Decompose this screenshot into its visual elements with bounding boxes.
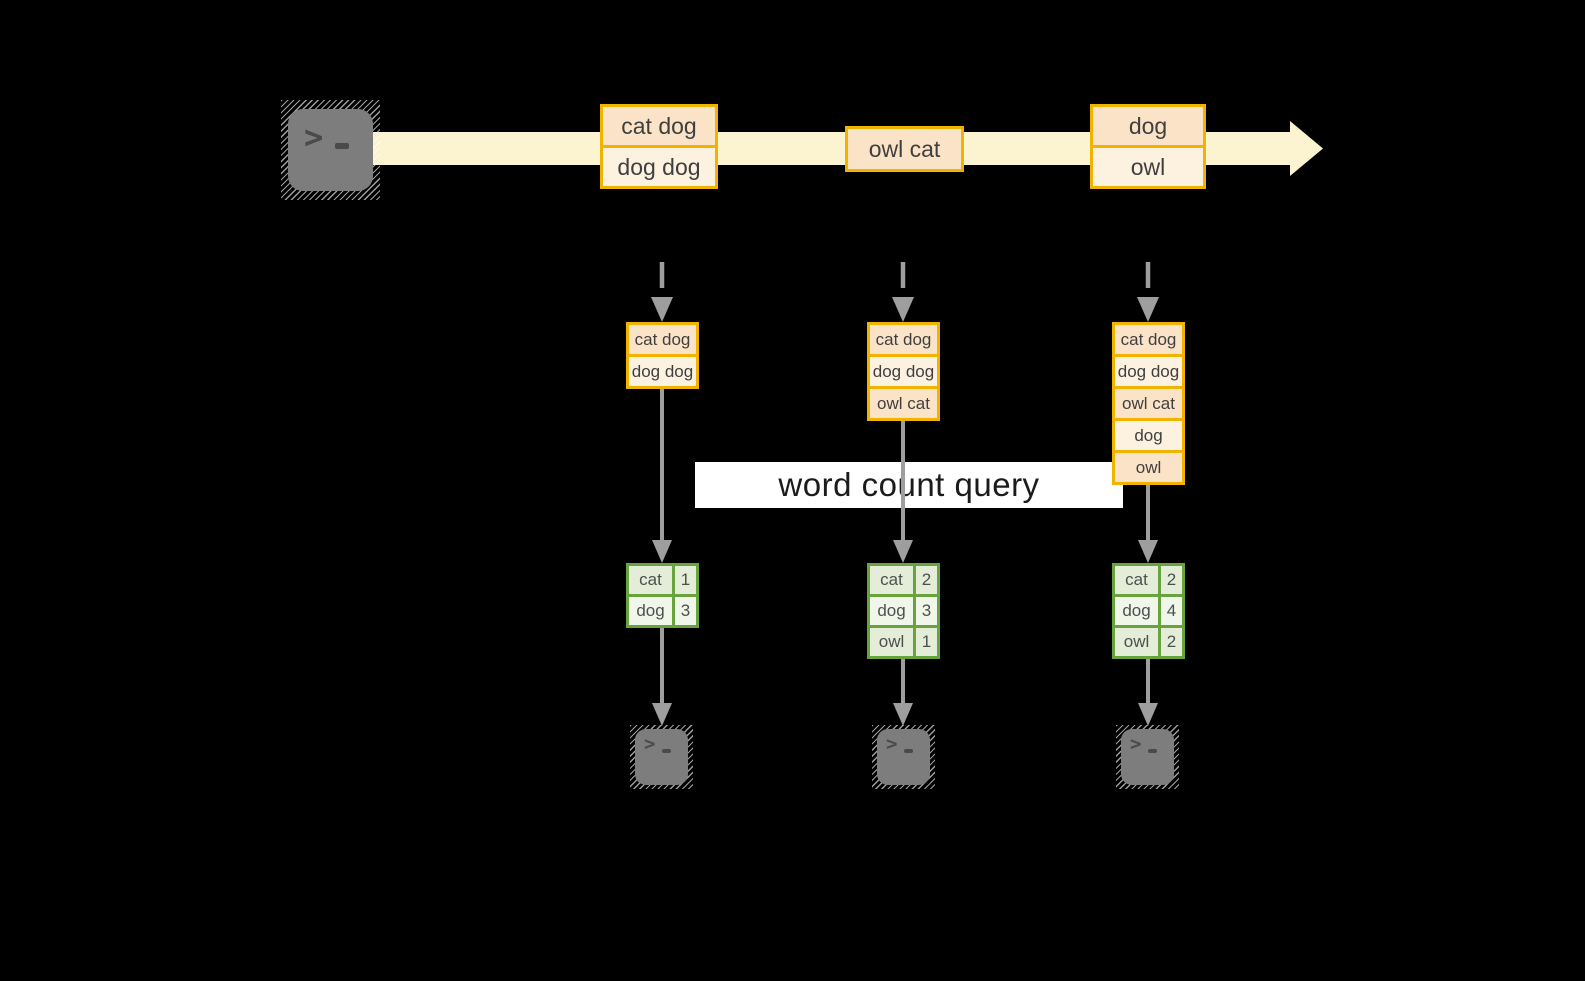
count-cell: 2 [1161,566,1182,594]
terminal-prompt-icon: > [304,118,324,156]
word-cell: owl [1115,628,1158,656]
query-label-banner: word count query [695,462,1123,508]
word-count-table-3: cat 2 dog 4 owl 2 [1112,563,1185,659]
terminal-cursor-icon [1148,749,1157,753]
window-buffer-1: cat dog dog dog [626,322,699,389]
source-terminal-icon: > [281,100,380,200]
buffer-row: owl cat [870,389,937,418]
stream-message-line: cat dog [603,107,715,145]
buffer-row: dog dog [1115,357,1182,386]
buffer-row: cat dog [629,325,696,354]
output-arrow-2 [893,659,913,726]
terminal-cursor-icon [662,749,671,753]
word-cell: cat [629,566,672,594]
output-terminal-icon-1: > [630,725,693,789]
stream-message-line: dog [1093,107,1203,145]
ingest-arrow-dashed-1 [651,262,673,322]
word-cell: dog [629,597,672,625]
word-cell: cat [1115,566,1158,594]
word-cell: dog [1115,597,1158,625]
terminal-window: > [877,729,930,785]
word-cell: owl [870,628,913,656]
buffer-row: cat dog [870,325,937,354]
query-input-arrow-3 [1138,483,1158,563]
buffer-row: cat dog [1115,325,1182,354]
terminal-window: > [288,109,373,191]
count-cell: 2 [1161,628,1182,656]
word-count-table-1: cat 1 dog 3 [626,563,699,628]
count-cell: 3 [675,597,696,625]
stream-message-3: dog owl [1090,104,1206,189]
count-cell: 2 [916,566,937,594]
stream-message-line: owl cat [848,129,961,169]
buffer-row: owl cat [1115,389,1182,418]
stream-arrowhead [1290,121,1323,176]
count-cell: 1 [675,566,696,594]
ingest-arrow-dashed-3 [1137,262,1159,322]
buffer-row: owl [1115,453,1182,482]
terminal-prompt-icon: > [886,733,898,755]
terminal-prompt-icon: > [1130,733,1142,755]
terminal-cursor-icon [904,749,913,753]
stream-message-2: owl cat [845,126,964,172]
output-terminal-icon-3: > [1116,725,1179,789]
ingest-arrow-dashed-2 [892,262,914,322]
word-cell: cat [870,566,913,594]
stream-message-line: dog dog [603,148,715,186]
terminal-window: > [635,729,688,785]
buffer-row: dog dog [870,357,937,386]
window-buffer-2: cat dog dog dog owl cat [867,322,940,421]
word-cell: dog [870,597,913,625]
window-buffer-3: cat dog dog dog owl cat dog owl [1112,322,1185,485]
query-input-arrow-1 [652,388,672,563]
buffer-row: dog [1115,421,1182,450]
output-arrow-1 [652,628,672,726]
output-terminal-icon-2: > [872,725,935,789]
terminal-prompt-icon: > [644,733,656,755]
stream-message-line: owl [1093,148,1203,186]
terminal-cursor-icon [335,143,349,149]
output-arrow-3 [1138,659,1158,726]
query-input-arrow-2 [893,419,913,563]
count-cell: 4 [1161,597,1182,625]
terminal-window: > [1121,729,1174,785]
stream-message-1: cat dog dog dog [600,104,718,189]
count-cell: 1 [916,628,937,656]
count-cell: 3 [916,597,937,625]
buffer-row: dog dog [629,357,696,386]
word-count-table-2: cat 2 dog 3 owl 1 [867,563,940,659]
